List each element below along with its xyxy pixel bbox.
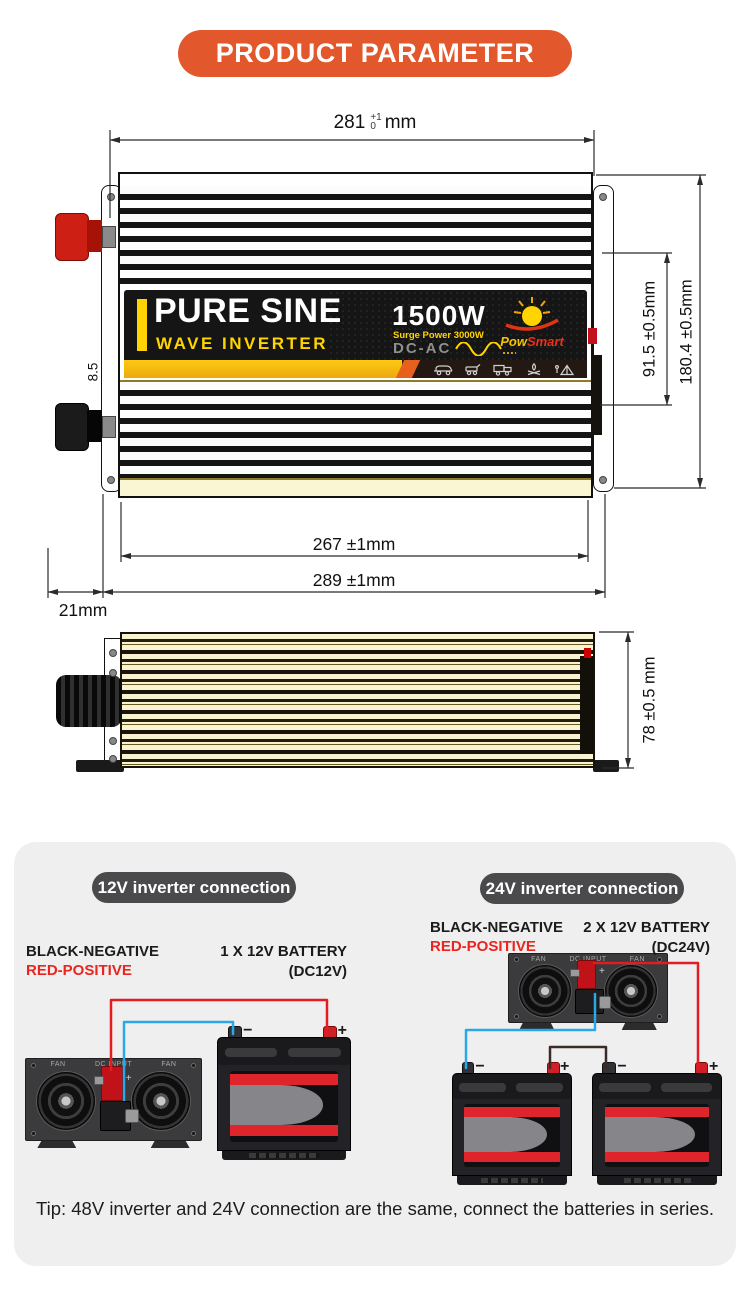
dim-outer-width: 289 ±1mm	[312, 570, 396, 590]
screw-dot	[109, 755, 117, 763]
heatsink-fins-top	[120, 186, 591, 288]
screw-dot	[513, 1013, 519, 1019]
fan-label: FAN	[50, 1061, 66, 1069]
badge-12v-connection: 12V inverter connection	[92, 872, 296, 903]
battery-24v-second: − +	[592, 1058, 722, 1185]
inverter-front-view: PURE SINE WAVE INVERTER 1500W Surge Powe…	[118, 172, 593, 498]
fan-label: FAN	[161, 1061, 177, 1069]
screw-dot	[107, 476, 115, 484]
brand-accent-bar	[137, 299, 147, 351]
side-outlet-edge	[580, 656, 594, 754]
inverter-rear-12v: FAN DC INPUT FAN +	[25, 1058, 202, 1148]
sine-wave-icon	[455, 342, 516, 356]
side-switch	[584, 648, 591, 658]
car-icon	[434, 365, 453, 376]
sun-icon	[505, 297, 559, 331]
powsmart-logo: PowSmart	[492, 292, 572, 358]
label-bottom-strip	[124, 360, 587, 378]
fan-label: FAN	[531, 956, 547, 964]
connection-panel: 12V inverter connection BLACK-NEGATIVE R…	[14, 842, 736, 1266]
tip-text: Tip: 48V inverter and 24V connection are…	[35, 1198, 715, 1219]
yellow-stripe	[124, 360, 402, 378]
screw-dot	[109, 649, 117, 657]
screw-dot	[109, 737, 117, 745]
screw-dot	[109, 669, 117, 677]
inverter-negative-terminal	[575, 989, 611, 1015]
mounting-foot-right	[593, 760, 619, 772]
screw-dot	[657, 1013, 663, 1019]
screw-dot	[190, 1063, 196, 1069]
power-switch	[588, 328, 597, 344]
plus-mark: +	[709, 1058, 719, 1075]
screw-dot	[190, 1130, 196, 1136]
screw-dot	[599, 193, 607, 201]
mounting-foot-left	[76, 760, 124, 772]
fan-icon	[604, 964, 657, 1017]
battery-24v-first: − +	[452, 1058, 572, 1185]
surge-rating: Surge Power 3000W	[393, 330, 484, 341]
conversion-type: DC-AC	[393, 340, 452, 357]
product-label: PURE SINE WAVE INVERTER 1500W Surge Powe…	[124, 290, 587, 378]
fan-label: FAN	[629, 956, 645, 964]
negative-label-24v: BLACK-NEGATIVE	[430, 919, 564, 936]
inverter-side-view	[120, 632, 595, 768]
plus-mark: +	[125, 1072, 132, 1084]
dim-outer-height: 180.4 ±0.5mm	[677, 279, 696, 385]
brand-name: PURE SINE	[154, 292, 342, 330]
tent-icon	[554, 364, 574, 376]
negative-label-12v: BLACK-NEGATIVE	[26, 943, 160, 960]
fan-icon	[131, 1071, 190, 1130]
inverter-rear-24v: FAN DC INPUT FAN +	[508, 953, 668, 1030]
plus-mark: +	[337, 1022, 347, 1039]
dc-terminal-negative	[55, 403, 119, 451]
minus-mark: −	[475, 1058, 485, 1075]
screw-dot	[107, 193, 115, 201]
plus-mark: +	[560, 1058, 570, 1075]
dim-foot-width: 21mm	[58, 600, 108, 620]
battery-label-24v: 2 X 12V BATTERY (DC24V)	[583, 919, 710, 956]
fan-icon	[37, 1071, 96, 1130]
plus-mark: +	[599, 965, 605, 977]
screw-dot	[31, 1130, 37, 1136]
ac-outlet-edge	[591, 355, 602, 435]
dim-label-offset: 8.5	[85, 362, 101, 382]
technical-drawing-area: PURE SINE WAVE INVERTER 1500W Surge Powe…	[0, 100, 750, 812]
positive-label-24v: RED-POSITIVE	[430, 938, 536, 955]
heatsink-fins-bottom	[120, 380, 591, 480]
campfire-icon	[527, 363, 540, 376]
battery-12v: − +	[217, 1022, 351, 1160]
screw-dot	[513, 957, 519, 963]
truck-icon	[493, 364, 513, 376]
dc-input-label: DC INPUT	[569, 956, 606, 964]
screw-dot	[31, 1063, 37, 1069]
power-rating: 1500W	[392, 300, 486, 331]
screw-dot	[599, 476, 607, 484]
label-black-area: PURE SINE WAVE INVERTER 1500W Surge Powe…	[124, 290, 587, 360]
logo-text: PowSmart	[500, 334, 564, 349]
inverter-positive-terminal	[570, 960, 597, 990]
fan-icon	[519, 964, 572, 1017]
screw-dot	[657, 957, 663, 963]
minus-mark: −	[243, 1022, 253, 1039]
side-terminal	[56, 675, 122, 727]
badge-24v-connection: 24V inverter connection	[480, 873, 684, 904]
application-icons	[424, 360, 583, 378]
positive-label-12v: RED-POSITIVE	[26, 962, 132, 979]
dim-inner-width: 267 ±1mm	[312, 534, 396, 554]
brand-subtitle: WAVE INVERTER	[156, 334, 328, 353]
dc-terminal-positive	[55, 213, 119, 261]
inverter-positive-terminal	[93, 1066, 123, 1101]
battery-label-12v: 1 X 12V BATTERY (DC12V)	[220, 943, 347, 980]
cart-icon	[465, 364, 481, 376]
dim-depth: 78 ±0.5 mm	[640, 656, 659, 744]
minus-mark: −	[617, 1058, 627, 1075]
page-title: PRODUCT PARAMETER	[178, 30, 572, 77]
base-strip	[120, 478, 591, 496]
inverter-negative-terminal	[99, 1101, 139, 1131]
dim-inner-height: 91.5 ±0.5mm	[640, 280, 659, 378]
